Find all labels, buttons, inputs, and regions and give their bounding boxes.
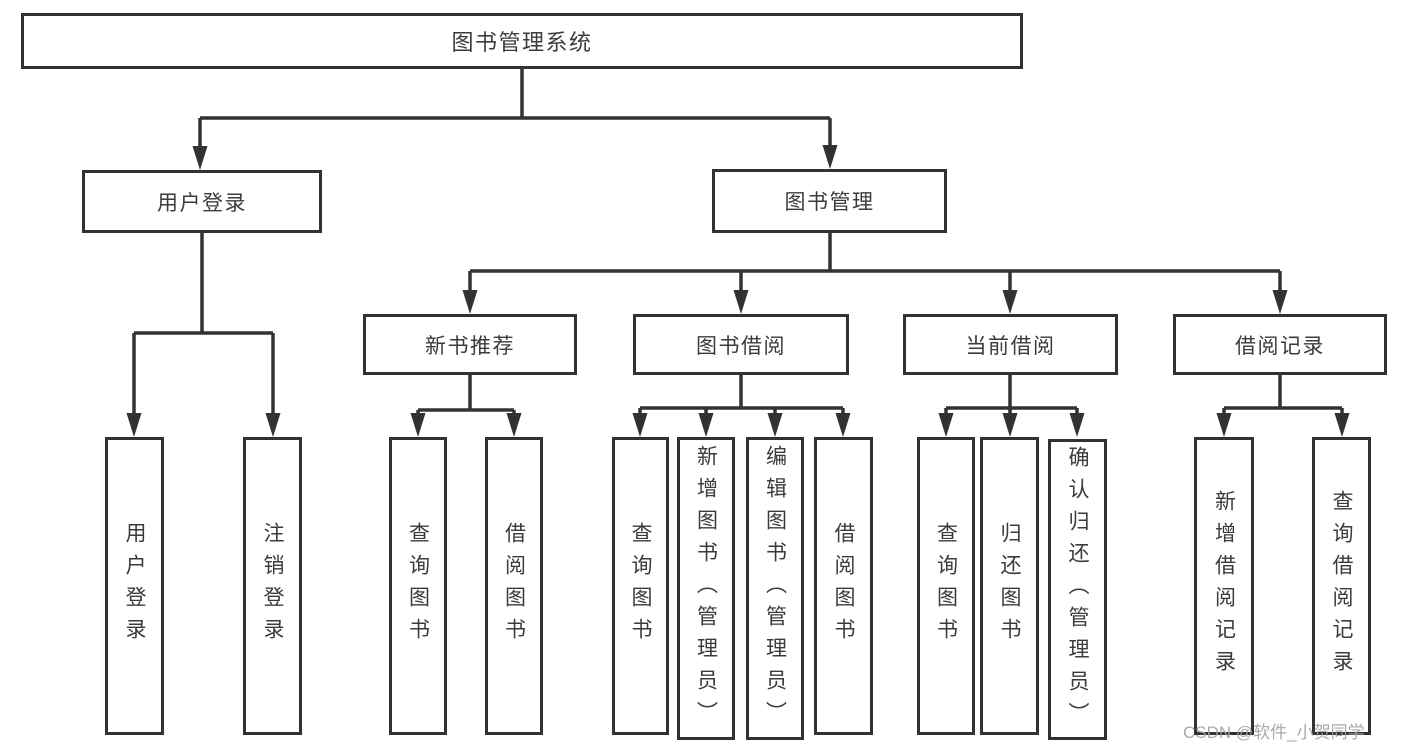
leaf-logout-label: 注销登录 <box>261 522 284 650</box>
leaf-logout: 注销登录 <box>243 437 302 735</box>
leaf-add-borrow-record-label: 新增借阅记录 <box>1212 490 1236 682</box>
node-borrow-record-label: 借阅记录 <box>1235 334 1325 358</box>
node-user-login: 用户登录 <box>82 170 322 233</box>
leaf-query-books-rec: 查询图书 <box>389 437 447 735</box>
leaf-query-books-current-label: 查询图书 <box>934 522 958 650</box>
node-borrow-record: 借阅记录 <box>1173 314 1387 375</box>
node-book-borrow-label: 图书借阅 <box>696 334 786 358</box>
node-book-mgmt-label: 图书管理 <box>784 191 875 214</box>
leaf-query-borrow-record-label: 查询借阅记录 <box>1330 490 1353 682</box>
leaf-query-books-borrow-label: 查询图书 <box>629 522 652 650</box>
leaf-query-books-current: 查询图书 <box>917 437 975 735</box>
leaf-borrow-books-label: 借阅图书 <box>832 522 855 650</box>
leaf-query-books-rec-label: 查询图书 <box>406 522 430 650</box>
leaf-return-book-label: 归还图书 <box>998 522 1021 650</box>
leaf-query-borrow-record: 查询借阅记录 <box>1312 437 1371 735</box>
node-current-borrow: 当前借阅 <box>903 314 1118 375</box>
node-new-book-rec: 新书推荐 <box>363 314 577 375</box>
node-new-book-rec-label: 新书推荐 <box>425 334 515 358</box>
leaf-return-book: 归还图书 <box>980 437 1039 735</box>
leaf-borrow-books: 借阅图书 <box>814 437 873 735</box>
node-current-borrow-label: 当前借阅 <box>965 334 1056 358</box>
watermark: CSDN @软件_小贺同学 <box>1183 723 1365 742</box>
leaf-add-book-admin-label: 新增图书（管理员） <box>694 444 718 733</box>
leaf-add-borrow-record: 新增借阅记录 <box>1194 437 1254 735</box>
leaf-user-login: 用户登录 <box>105 437 164 735</box>
leaf-query-books-borrow: 查询图书 <box>612 437 669 735</box>
leaf-add-book-admin: 新增图书（管理员） <box>677 437 735 740</box>
leaf-edit-book-admin-label: 编辑图书（管理员） <box>763 444 787 733</box>
leaf-user-login-label: 用户登录 <box>123 522 146 650</box>
node-book-mgmt: 图书管理 <box>712 169 947 233</box>
leaf-confirm-return-admin-label: 确认归还（管理员） <box>1066 445 1089 734</box>
leaf-borrow-books-rec: 借阅图书 <box>485 437 543 735</box>
leaf-borrow-books-rec-label: 借阅图书 <box>502 522 526 650</box>
node-user-login-label: 用户登录 <box>157 191 247 215</box>
leaf-confirm-return-admin: 确认归还（管理员） <box>1048 439 1107 740</box>
node-book-borrow: 图书借阅 <box>633 314 849 375</box>
node-root: 图书管理系统 <box>21 13 1023 69</box>
node-root-label: 图书管理系统 <box>451 30 593 55</box>
leaf-edit-book-admin: 编辑图书（管理员） <box>746 437 804 740</box>
